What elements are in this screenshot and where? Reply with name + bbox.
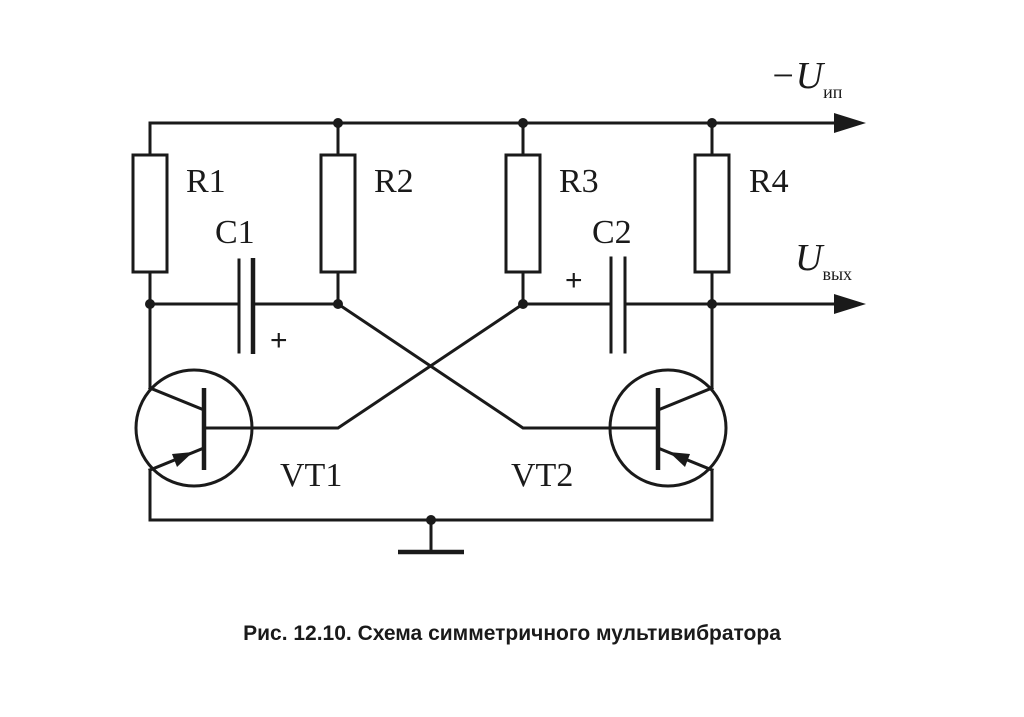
label-c1: C1 xyxy=(215,214,255,251)
capacitor-c2 xyxy=(521,256,714,354)
label-c1-plus: + xyxy=(270,324,288,357)
capacitor-c1 xyxy=(148,258,340,354)
resistor-r3 xyxy=(504,153,542,274)
supply-rail xyxy=(148,113,866,133)
resistor-r1 xyxy=(131,153,169,274)
resistor-r4 xyxy=(693,153,731,274)
junction-dots xyxy=(145,118,717,525)
label-vt2: VT2 xyxy=(511,457,573,494)
label-r1: R1 xyxy=(186,163,226,200)
label-c2-plus: + xyxy=(565,264,583,297)
label-r3: R3 xyxy=(559,163,599,200)
cross-coupling xyxy=(244,301,618,430)
label-c2: C2 xyxy=(592,214,632,251)
figure-caption: Рис. 12.10. Схема симметричного мультиви… xyxy=(243,622,781,645)
label-r4: R4 xyxy=(749,163,789,200)
label-r2: R2 xyxy=(374,163,414,200)
resistor-r2 xyxy=(319,153,357,274)
transistor-vt2 xyxy=(608,368,728,522)
label-supply: −Uип xyxy=(770,55,843,102)
label-output: Uвых xyxy=(795,237,852,284)
label-vt1: VT1 xyxy=(280,457,342,494)
transistor-vt1 xyxy=(134,368,254,522)
